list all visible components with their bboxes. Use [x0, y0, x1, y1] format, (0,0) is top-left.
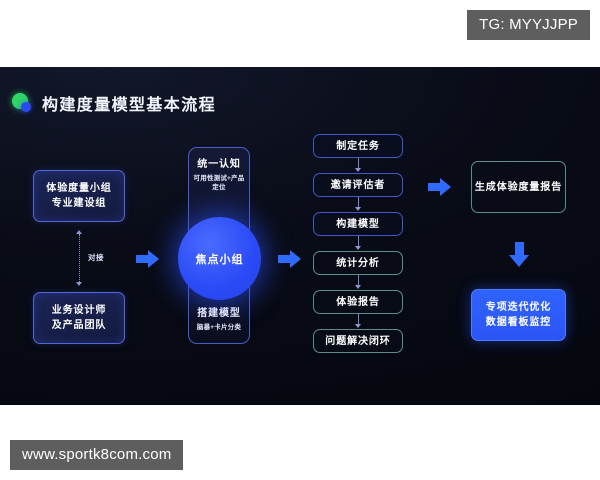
watermark-top-text: TG: MYYJJPP — [479, 16, 578, 33]
watermark-top: TG: MYYJJPP — [467, 10, 590, 40]
workshop-bottom-subtitle: 脑暴+卡片分类 — [196, 324, 242, 331]
node-step-issue-resolution-loop[interactable]: 问题解决闭环 — [313, 329, 403, 353]
step-connector-2 — [358, 197, 359, 208]
connector-caret-up — [76, 230, 82, 234]
workshop-top-subtitle: 可用性测试+产品定位 — [193, 175, 245, 191]
node-experience-measurement-team[interactable]: 体验度量小组 专业建设组 — [33, 170, 125, 222]
node-line-2: 专业建设组 — [51, 198, 107, 209]
green-dot-icon — [12, 93, 32, 113]
step-label: 体验报告 — [336, 296, 380, 308]
step-connector-4 — [358, 275, 359, 286]
arrow-report-to-action — [509, 242, 529, 268]
node-line-2: 及产品团队 — [51, 320, 107, 331]
node-step-build-model[interactable]: 构建模型 — [313, 212, 403, 236]
arrow-head — [148, 250, 159, 268]
connector-caret-down — [76, 282, 82, 286]
step-connector-5 — [358, 314, 359, 325]
step-caret-5 — [355, 324, 361, 328]
step-caret-1 — [355, 168, 361, 172]
output-report-label: 生成体验度量报告 — [474, 181, 563, 193]
step-caret-4 — [355, 285, 361, 289]
arrow-shaft — [428, 183, 441, 191]
arrow-shaft — [136, 255, 149, 263]
node-focus-group-circle[interactable]: 焦点小组 — [178, 217, 261, 300]
node-step-experience-report[interactable]: 体验报告 — [313, 290, 403, 314]
blue-dot-icon — [21, 102, 31, 112]
focus-group-label: 焦点小组 — [195, 253, 244, 266]
node-iterative-optimization-monitoring[interactable]: 专项迭代优化 数据看板监控 — [471, 289, 566, 341]
page-title: 构建度量模型基本流程 — [42, 97, 217, 114]
step-label: 统计分析 — [336, 257, 380, 269]
workshop-top-title: 统一认知 — [197, 159, 241, 170]
node-line-1: 业务设计师 — [51, 305, 107, 316]
arrow-shaft — [278, 255, 291, 263]
step-connector-1 — [358, 158, 359, 169]
workshop-top-block: 统一认知 可用性测试+产品定位 — [192, 157, 246, 192]
step-label: 制定任务 — [336, 140, 380, 152]
arrow-shaft — [515, 242, 524, 256]
arrow-head — [290, 250, 301, 268]
node-line-1: 体验度量小组 — [46, 183, 112, 194]
workshop-bottom-block: 搭建模型 脑暴+卡片分类 — [197, 306, 241, 332]
step-caret-3 — [355, 246, 361, 250]
connector-label-docking: 对接 — [88, 253, 104, 262]
watermark-bottom: www.sportk8com.com — [10, 440, 184, 470]
arrow-head — [440, 178, 451, 196]
step-label: 构建模型 — [336, 218, 380, 230]
node-business-designer-product-team[interactable]: 业务设计师 及产品团队 — [33, 292, 125, 344]
output-action-line-1: 专项迭代优化 — [485, 302, 552, 313]
output-action-line-2: 数据看板监控 — [485, 317, 552, 328]
node-step-statistical-analysis[interactable]: 统计分析 — [313, 251, 403, 275]
node-generate-experience-report[interactable]: 生成体验度量报告 — [471, 161, 566, 213]
step-caret-2 — [355, 207, 361, 211]
step-label: 邀请评估者 — [330, 179, 386, 191]
step-connector-3 — [358, 236, 359, 247]
node-step-invite-evaluators[interactable]: 邀请评估者 — [313, 173, 403, 197]
slide-canvas: 构建度量模型基本流程 体验度量小组 专业建设组 对接 业务设计师 及产品团队 统… — [0, 67, 600, 405]
connector-team-line — [79, 234, 80, 282]
node-step-define-task[interactable]: 制定任务 — [313, 134, 403, 158]
workshop-bottom-title: 搭建模型 — [197, 308, 241, 319]
step-label: 问题解决闭环 — [325, 335, 391, 347]
watermark-bottom-text: www.sportk8com.com — [22, 446, 172, 463]
slide-header: 构建度量模型基本流程 — [12, 91, 216, 115]
arrow-head — [509, 255, 529, 267]
